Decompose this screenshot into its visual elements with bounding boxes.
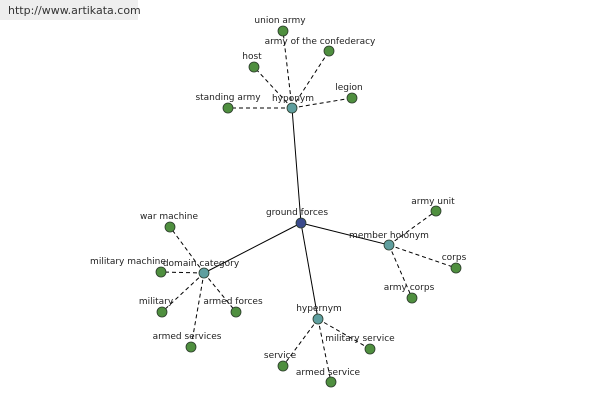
edge-hypernym-service	[282, 318, 319, 367]
edge-domain-category	[203, 222, 302, 274]
leaf-node-military-service[interactable]	[364, 343, 376, 355]
leaf-label-military-service: military service	[325, 334, 395, 344]
relation-label-member-holonym: member holonym	[349, 231, 429, 241]
center-node-label: ground forces	[266, 208, 328, 218]
leaf-label-union-army: union army	[254, 16, 306, 26]
edge-hyponym-army-of-the-confederacy	[291, 50, 330, 109]
edge-hypernym-armed-service	[317, 318, 332, 383]
leaf-node-armed-forces[interactable]	[230, 306, 242, 318]
leaf-label-armed-service: armed service	[296, 368, 361, 378]
edge-domain-category-military-machine	[160, 271, 205, 274]
leaf-node-service[interactable]	[277, 360, 289, 372]
leaf-label-armed-services: armed services	[153, 332, 222, 342]
leaf-node-corps[interactable]	[450, 262, 462, 274]
edge-domain-category-military	[161, 272, 205, 313]
relation-node-domain-category[interactable]	[198, 267, 210, 279]
leaf-node-war-machine[interactable]	[164, 221, 176, 233]
leaf-label-military-machine: military machine	[90, 257, 166, 267]
leaf-node-union-army[interactable]	[277, 25, 289, 37]
edge-member-holonym-army-unit	[388, 210, 437, 246]
edge-domain-category-armed-forces	[203, 272, 237, 313]
leaf-node-legion[interactable]	[346, 92, 358, 104]
edge-hyponym-host	[253, 66, 293, 109]
relation-node-hyponym[interactable]	[286, 102, 298, 114]
edge-hyponym-legion	[291, 97, 353, 109]
leaf-node-armed-service[interactable]	[325, 376, 337, 388]
edge-domain-category-armed-services	[190, 272, 205, 348]
edge-hyponym	[291, 107, 302, 224]
edge-domain-category-war-machine	[169, 226, 205, 274]
relation-label-hypernym: hypernym	[296, 304, 342, 314]
leaf-node-military-machine[interactable]	[155, 266, 167, 278]
relation-label-hyponym: hyponym	[272, 94, 314, 104]
leaf-node-army-of-the-confederacy[interactable]	[323, 45, 335, 57]
leaf-label-army-unit: army unit	[411, 197, 455, 207]
leaf-label-armed-forces: armed forces	[203, 297, 263, 307]
edge-hypernym-military-service	[317, 318, 371, 350]
leaf-label-host: host	[242, 52, 262, 62]
leaf-node-army-unit[interactable]	[430, 205, 442, 217]
center-node[interactable]	[295, 217, 307, 229]
leaf-label-standing-army: standing army	[195, 93, 261, 103]
edge-member-holonym-corps	[388, 244, 457, 269]
edge-member-holonym	[300, 222, 390, 246]
site-url[interactable]: http://www.artikata.com	[8, 4, 141, 17]
leaf-label-war-machine: war machine	[140, 212, 199, 222]
edge-hypernym	[300, 222, 319, 320]
leaf-label-army-corps: army corps	[384, 283, 435, 293]
leaf-node-standing-army[interactable]	[222, 102, 234, 114]
edge-member-holonym-army-corps	[388, 244, 413, 299]
leaf-label-corps: corps	[442, 253, 467, 263]
leaf-label-service: service	[264, 351, 297, 361]
leaf-node-military[interactable]	[156, 306, 168, 318]
leaf-label-army-of-the-confederacy: army of the confederacy	[265, 37, 376, 47]
url-banner: http://www.artikata.com	[0, 0, 141, 20]
leaf-label-legion: legion	[335, 83, 362, 93]
leaf-node-army-corps[interactable]	[406, 292, 418, 304]
leaf-label-military: military	[139, 297, 174, 307]
relation-label-domain-category: domain category	[163, 259, 240, 269]
leaf-node-armed-services[interactable]	[185, 341, 197, 353]
relation-node-member-holonym[interactable]	[383, 239, 395, 251]
leaf-node-host[interactable]	[248, 61, 260, 73]
relation-node-hypernym[interactable]	[312, 313, 324, 325]
edge-hyponym-union-army	[282, 30, 293, 109]
